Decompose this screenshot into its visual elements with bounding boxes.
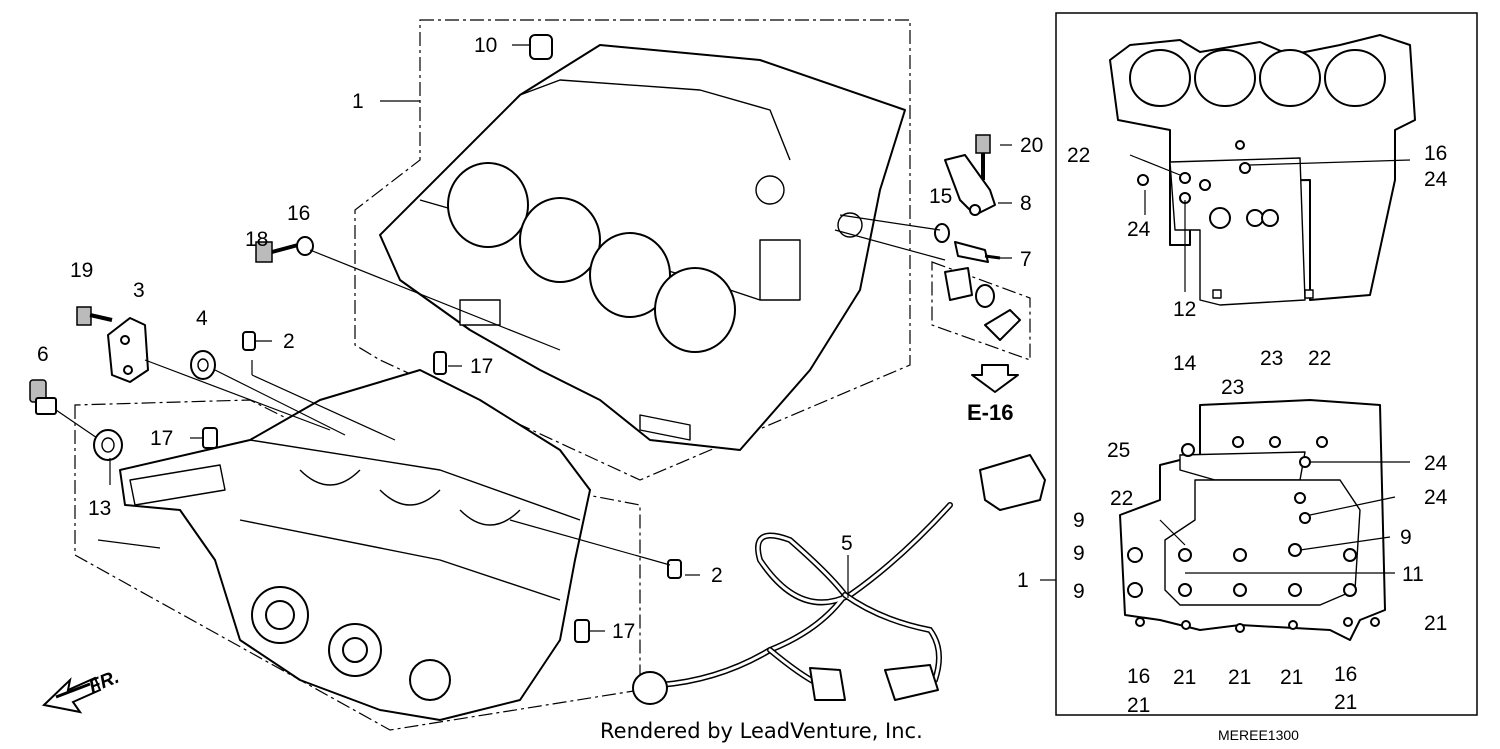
callout-23: 23 xyxy=(1221,376,1244,399)
callout-24: 24 xyxy=(1424,168,1448,191)
lower-crankcase xyxy=(119,369,591,721)
reference-e16: E-16 xyxy=(967,400,1013,425)
callout-8: 8 xyxy=(1020,192,1032,215)
sensor-assembly xyxy=(834,134,1021,341)
callout-11: 11 xyxy=(1402,563,1424,586)
callout-24: 24 xyxy=(1424,486,1448,509)
callout-1: 1 xyxy=(1017,569,1029,592)
callout-19: 19 xyxy=(70,259,93,282)
callout-21: 21 xyxy=(1424,612,1447,635)
switch-6 xyxy=(29,379,101,441)
callout-12: 12 xyxy=(1173,298,1196,321)
callout-22: 22 xyxy=(1110,487,1133,510)
callout-23: 23 xyxy=(1260,347,1283,370)
detail-upper-case xyxy=(1109,34,1416,306)
callout-17: 17 xyxy=(150,427,173,450)
callout-1: 1 xyxy=(352,90,364,113)
callout-2: 2 xyxy=(711,564,723,587)
bolt-18-washer-16 xyxy=(255,236,561,351)
plug-10 xyxy=(512,34,553,60)
callout-21: 21 xyxy=(1127,694,1150,717)
callout-16: 16 xyxy=(287,202,310,225)
callout-22: 22 xyxy=(1067,144,1090,167)
callout-25: 25 xyxy=(1107,439,1130,462)
callout-21: 21 xyxy=(1228,666,1251,689)
dowel-17-left xyxy=(202,427,218,449)
dowel-2-lower xyxy=(509,519,682,579)
detail-lower-case xyxy=(1119,399,1410,641)
front-direction-arrow xyxy=(41,676,102,714)
dowel-17-top xyxy=(433,351,447,375)
upper-case-outline xyxy=(354,19,911,481)
callout-9: 9 xyxy=(1073,509,1085,532)
bracket-3 xyxy=(107,317,331,431)
callout-9: 9 xyxy=(1073,542,1085,565)
callout-21: 21 xyxy=(1173,666,1196,689)
callout-15: 15 xyxy=(929,185,952,208)
callout-9: 9 xyxy=(1400,526,1412,549)
callout-14: 14 xyxy=(1173,352,1197,375)
callout-9: 9 xyxy=(1073,580,1085,603)
callout-21: 21 xyxy=(1280,666,1303,689)
callout-17: 17 xyxy=(470,355,493,378)
callout-13: 13 xyxy=(88,497,111,520)
callout-16: 16 xyxy=(1334,663,1357,686)
callout-7: 7 xyxy=(1020,248,1032,271)
callout-24: 24 xyxy=(1424,452,1448,475)
callout-24: 24 xyxy=(1127,218,1151,241)
callout-16: 16 xyxy=(1127,665,1150,688)
callout-21: 21 xyxy=(1334,691,1357,714)
render-credit: Rendered by LeadVenture, Inc. xyxy=(600,719,923,743)
callout-10: 10 xyxy=(474,34,497,57)
dowel-17-lower xyxy=(574,619,590,643)
oil-pressure-switch-13 xyxy=(93,429,123,485)
callout-16: 16 xyxy=(1424,142,1447,165)
upper-crankcase xyxy=(379,44,906,451)
diagram-code: MEREE1300 xyxy=(1218,727,1299,743)
leader-lines xyxy=(97,100,1056,632)
bolt-19 xyxy=(76,306,113,326)
callout-4: 4 xyxy=(196,307,208,330)
sensor-group-outline xyxy=(931,261,1031,361)
callout-3: 3 xyxy=(133,279,145,302)
callout-18: 18 xyxy=(245,228,268,251)
callout-6: 6 xyxy=(37,343,49,366)
callout-labels: 1 10 16 18 19 3 4 2 6 17 17 13 2 17 5 20… xyxy=(37,34,1448,717)
oil-seal-4 xyxy=(190,350,346,436)
sub-harness-5 xyxy=(632,454,1046,705)
detail-frame xyxy=(1055,12,1478,716)
lower-case-outline xyxy=(74,399,641,731)
e16-reference-arrow xyxy=(971,364,1019,393)
callout-20: 20 xyxy=(1020,134,1043,157)
callout-22: 22 xyxy=(1308,347,1331,370)
front-label: FR. xyxy=(86,667,122,698)
callout-2: 2 xyxy=(283,330,295,353)
callout-5: 5 xyxy=(841,532,853,555)
callout-17: 17 xyxy=(612,620,635,643)
